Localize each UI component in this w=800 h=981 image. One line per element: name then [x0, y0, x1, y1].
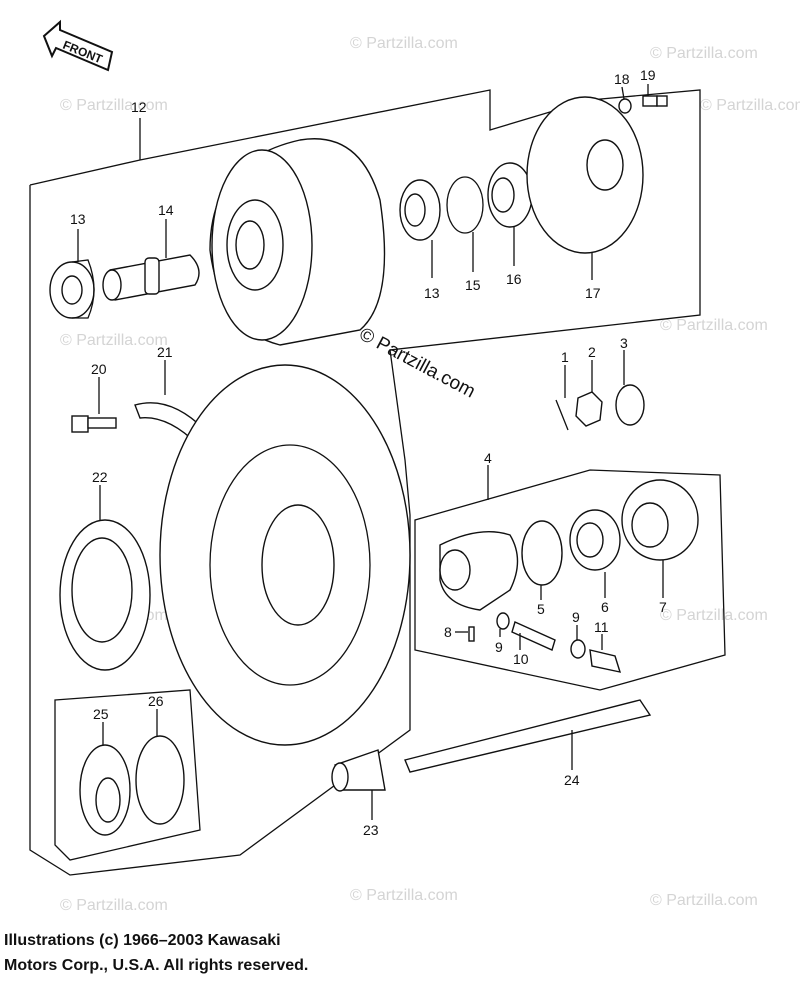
castle-nut-2 — [575, 391, 603, 427]
washer-18 — [618, 98, 632, 114]
leader-lines — [77, 84, 664, 820]
callout-13: 13 — [70, 211, 86, 227]
sprocket-5 — [521, 520, 563, 586]
callout-10: 10 — [513, 651, 529, 667]
oil-seal-16 — [487, 162, 533, 228]
brake-disc — [159, 364, 411, 746]
callout-14: 14 — [158, 202, 174, 218]
pin-8 — [468, 626, 475, 642]
callout-6: 6 — [601, 599, 609, 615]
callout-26: 26 — [148, 693, 164, 709]
watermark: © Partzilla.com — [60, 97, 168, 114]
callout-2: 2 — [588, 344, 596, 360]
circlip-15 — [446, 176, 484, 234]
watermark: © Partzilla.com — [60, 897, 168, 914]
bearing-13-right — [399, 179, 441, 241]
bearing-6 — [569, 509, 621, 571]
watermark: © Partzilla.com — [660, 317, 768, 334]
copyright-notice: Illustrations (c) 1966–2003 Kawasaki Mot… — [4, 928, 424, 978]
callout-19: 19 — [640, 67, 656, 83]
front-arrow-icon: FRONT — [42, 19, 114, 72]
partzilla-watermark: © Partzilla.com — [356, 324, 479, 403]
callout-15: 15 — [465, 277, 481, 293]
cover-7 — [621, 479, 699, 561]
axle-24 — [404, 699, 652, 773]
callout-4: 4 — [484, 450, 492, 466]
callout-18: 18 — [614, 71, 630, 87]
spacer-14 — [102, 254, 200, 301]
callout-21: 21 — [157, 344, 173, 360]
watermark: © Partzilla.com — [650, 45, 758, 62]
callout-1: 1 — [561, 349, 569, 365]
bolt-20 — [71, 415, 117, 433]
callout-24: 24 — [564, 772, 580, 788]
callout-16: 16 — [506, 271, 522, 287]
gasket-26 — [135, 735, 185, 825]
bearing-13-left — [49, 259, 95, 319]
plate-25 — [79, 744, 131, 836]
watermark: © Partzilla.com — [700, 97, 800, 114]
sprocket-holder — [439, 530, 519, 611]
cotter-pin-1 — [555, 399, 569, 431]
callout-5: 5 — [537, 601, 545, 617]
callout-9: 9 — [495, 639, 503, 655]
wheel-hub — [209, 138, 386, 346]
watermark: © Partzilla.com — [650, 892, 758, 909]
callout-13: 13 — [424, 285, 440, 301]
washer-9-left — [496, 612, 510, 630]
callout-labels: 12 13 14 13 15 16 17 18 19 20 21 22 1 2 … — [70, 67, 667, 838]
callout-17: 17 — [585, 285, 601, 301]
callout-12: 12 — [131, 99, 147, 115]
callout-22: 22 — [92, 469, 108, 485]
callout-3: 3 — [620, 335, 628, 351]
fitting-11 — [589, 649, 622, 673]
copyright-line-1: Illustrations (c) 1966–2003 Kawasaki — [4, 932, 281, 949]
watermark: © Partzilla.com — [350, 35, 458, 52]
washer-3 — [615, 384, 645, 426]
cover-plate-17 — [526, 96, 644, 254]
seal-plate-22 — [59, 519, 151, 671]
watermark: © Partzilla.com — [660, 607, 768, 624]
callout-9: 9 — [572, 609, 580, 625]
sprocket-assembly-outline — [414, 469, 726, 691]
washer-9-right — [570, 639, 586, 659]
callout-25: 25 — [93, 706, 109, 722]
callout-20: 20 — [91, 361, 107, 377]
copyright-line-2: Motors Corp., U.S.A. All rights reserved… — [4, 957, 309, 974]
plate-group-outline — [54, 689, 201, 861]
watermark: © Partzilla.com — [350, 887, 458, 904]
callout-7: 7 — [659, 599, 667, 615]
spacer-23 — [331, 749, 386, 792]
bolt-19 — [642, 95, 668, 107]
callout-11: 11 — [594, 619, 609, 635]
callout-23: 23 — [363, 822, 379, 838]
watermark: © Partzilla.com — [60, 332, 168, 349]
shaft-10 — [511, 621, 556, 651]
callout-8: 8 — [444, 624, 452, 640]
hub-assembly-outline — [29, 89, 701, 876]
